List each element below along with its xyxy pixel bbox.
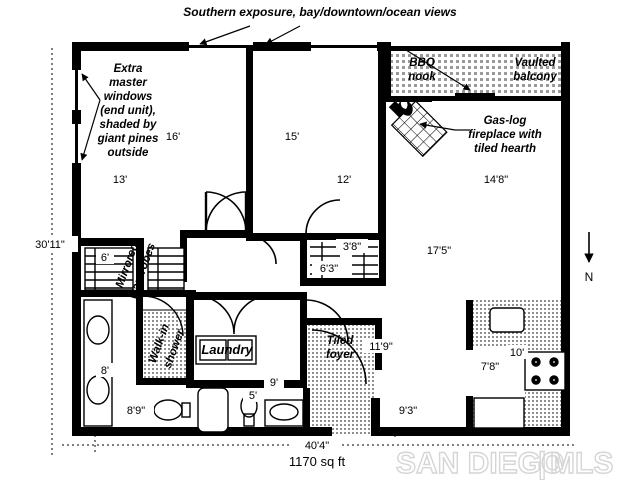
- watermark-mls: MLS: [550, 447, 613, 480]
- annotation-leaders: [199, 25, 471, 131]
- dim-living-depth: 17'5": [427, 245, 451, 257]
- dim-master-depth: 16': [166, 131, 180, 143]
- kitchen-sink: [489, 307, 525, 333]
- dim-bath2-depth: 5': [249, 390, 257, 402]
- svg-text:fireplace with: fireplace with: [468, 129, 542, 141]
- sink-basin-3: [269, 403, 299, 421]
- note-top-views: Southern exposure, bay/downtown/ocean vi…: [183, 5, 457, 19]
- room-label-tiled-foyer: Tiled foyer: [326, 335, 355, 361]
- svg-text:windows: windows: [104, 91, 153, 103]
- dim-foyer-depth: 11'9": [369, 341, 393, 353]
- dim-wardrobe-depth: 6': [101, 252, 109, 264]
- dim-master-width: 13': [113, 174, 127, 186]
- bathtub: [197, 387, 229, 433]
- annotation-text: Southern exposure, bay/downtown/ocean vi…: [97, 5, 558, 370]
- svg-text:BBQ: BBQ: [409, 57, 435, 69]
- stove: [524, 351, 566, 391]
- fireplace: [388, 100, 448, 158]
- svg-text:master: master: [109, 77, 147, 89]
- dim-bath-depth: 8': [101, 365, 109, 377]
- watermark-divider: |: [538, 447, 546, 480]
- svg-text:giant pines: giant pines: [97, 133, 159, 145]
- wardrobe-right-shelves: [147, 247, 185, 291]
- dim-foyer-width: 9'3": [399, 405, 417, 417]
- svg-text:shaded by: shaded by: [100, 119, 157, 131]
- svg-text:nook: nook: [408, 71, 436, 83]
- dim-closet-a: 3'8": [343, 241, 361, 253]
- dim-bath-width: 8'9": [127, 405, 145, 417]
- dim-bed2-width: 12': [337, 174, 351, 186]
- svg-text:outside: outside: [108, 147, 149, 159]
- flame-icon: [397, 100, 413, 116]
- svg-text:(end unit),: (end unit),: [100, 105, 156, 117]
- total-square-feet: 1170 sq ft: [289, 454, 346, 469]
- room-label-bbq-nook: BBQ nook: [408, 57, 436, 83]
- dim-living-width: 14'8": [484, 174, 508, 186]
- dim-kitchen-depth: 10': [510, 347, 524, 359]
- dim-bath2-width: 9': [270, 377, 278, 389]
- window-double-arrow: [80, 73, 101, 161]
- dim-closet-b: 6'3": [320, 263, 338, 275]
- svg-text:balcony: balcony: [513, 71, 557, 83]
- room-label-vaulted-balcony: Vaulted balcony: [513, 57, 557, 83]
- svg-text:Vaulted: Vaulted: [514, 57, 556, 69]
- svg-text:Extra: Extra: [114, 63, 143, 75]
- dim-overall-height: 30'11": [35, 239, 65, 251]
- dim-bed2-depth: 15': [285, 131, 299, 143]
- dim-kitchen-width: 7'8": [481, 361, 499, 373]
- svg-text:Tiled: Tiled: [327, 335, 355, 347]
- svg-text:Gas-log: Gas-log: [484, 115, 527, 127]
- svg-text:tiled hearth: tiled hearth: [474, 143, 536, 155]
- note-gas-log-fireplace: Gas-log fireplace with tiled hearth: [468, 115, 542, 155]
- room-label-laundry: Laundry: [201, 342, 253, 357]
- dim-overall-width: 40'4": [305, 440, 329, 452]
- note-extra-windows: Extra master windows (end unit), shaded …: [97, 63, 159, 159]
- walk-in-shower-floor: [139, 309, 193, 383]
- compass-label: N: [585, 270, 594, 284]
- sink-basin-1: [86, 315, 110, 345]
- dimension-labels: 16' 15' 13' 12' 14'8" 17'5" 3'8" 6'3" 6'…: [22, 129, 593, 469]
- svg-text:foyer: foyer: [326, 349, 355, 361]
- watermark: SAN DIEGO | MLS: [395, 446, 614, 480]
- refrigerator: [473, 397, 525, 429]
- watermark-san-diego: SAN DIEGO: [396, 447, 564, 480]
